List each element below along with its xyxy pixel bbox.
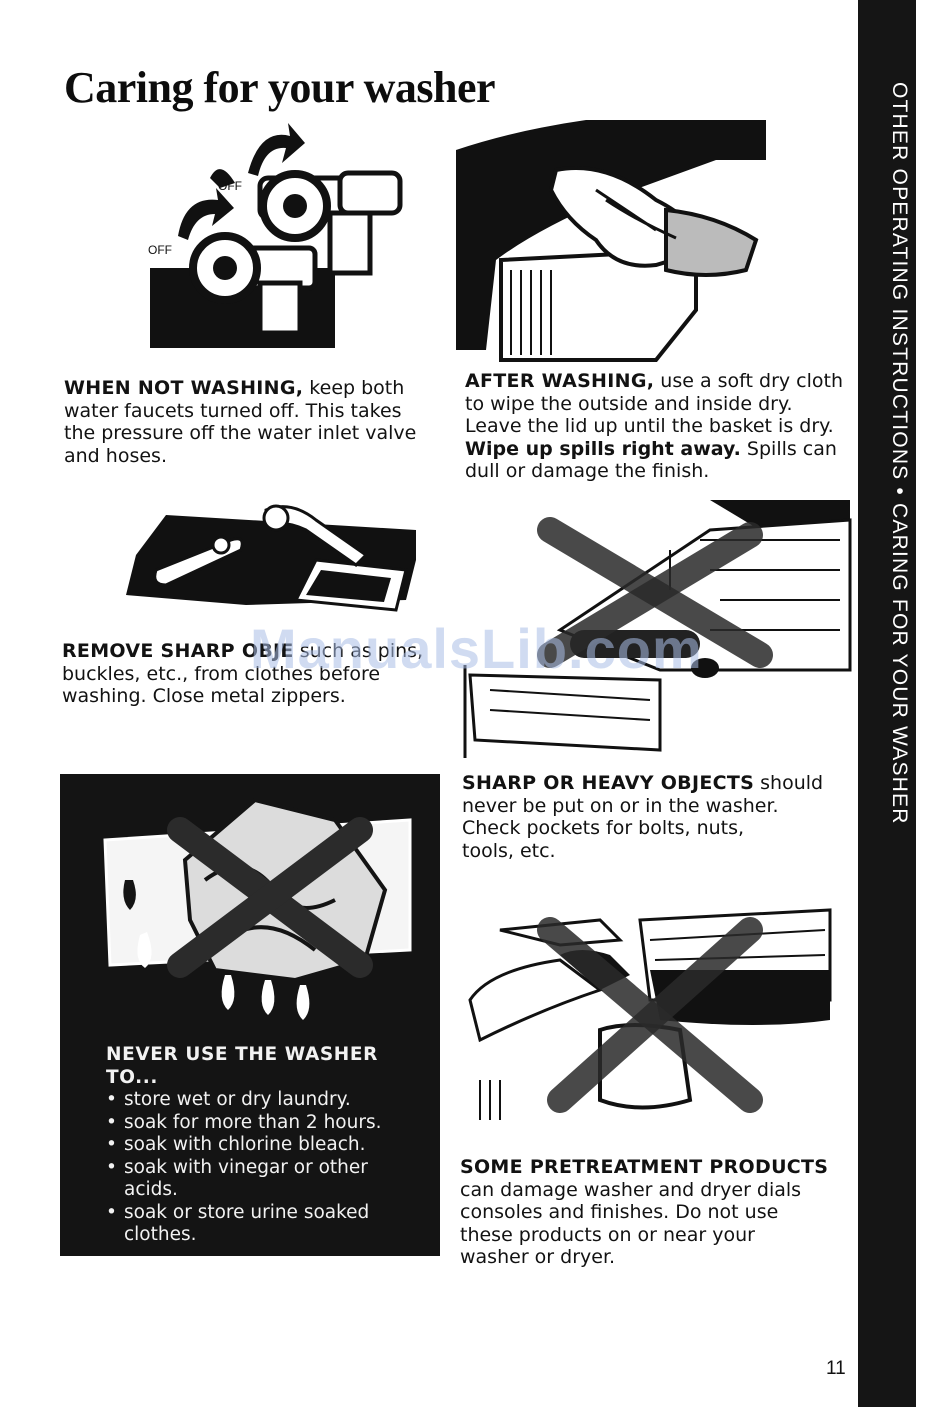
remove-sharp-line2: buckles, etc., from clothes before xyxy=(62,662,381,685)
never-item: soak with chlorine bleach. xyxy=(106,1134,426,1157)
page-title: Caring for your washer xyxy=(64,63,496,112)
laundry-tub-illustration xyxy=(103,797,412,1020)
pretreat-line2: can damage washer and dryer dials xyxy=(460,1178,802,1201)
heavy-line4: tools, etc. xyxy=(462,839,556,862)
after-line5: dull or damage the finish. xyxy=(465,460,710,482)
after-bold-line: Wipe up spills right away. xyxy=(465,437,741,460)
remove-sharp-line1: such as pins, xyxy=(293,640,424,662)
never-item: soak or store urine soaked clothes. xyxy=(106,1202,414,1247)
pretreat-line5: washer or dryer. xyxy=(460,1246,616,1268)
after-line2: to wipe the outside and inside dry. xyxy=(465,392,793,415)
side-tab-label: OTHER OPERATING INSTRUCTIONS • CARING FO… xyxy=(888,82,911,825)
never-item: soak with vinegar or other acids. xyxy=(106,1157,394,1202)
pretreatment-paragraph: SOME PRETREATMENT PRODUCTS can damage wa… xyxy=(460,1156,855,1269)
after-line1: use a soft dry cloth xyxy=(654,370,844,392)
after-line3: Leave the lid up until the basket is dry… xyxy=(465,415,834,437)
heavy-line2: never be put on or in the washer. xyxy=(462,794,779,817)
faucets-paragraph: WHEN NOT WASHING, keep both water faucet… xyxy=(64,377,449,467)
watermark: ManualsLib.com xyxy=(250,617,703,680)
faucets-line1: keep both xyxy=(303,377,405,399)
side-tab xyxy=(858,0,916,1407)
spray-bottle-illustration xyxy=(468,908,832,1120)
never-list: store wet or dry laundry. soak for more … xyxy=(106,1089,426,1247)
heavy-lead: SHARP OR HEAVY OBJECTS xyxy=(462,772,755,794)
page-number: 11 xyxy=(826,1358,846,1379)
after-lead: AFTER WASHING, xyxy=(465,370,655,392)
wiping-illustration xyxy=(456,120,766,362)
off-label-upper: OFF xyxy=(218,179,242,193)
never-item: store wet or dry laundry. xyxy=(106,1089,426,1112)
remove-sharp-line3: washing. Close metal zippers. xyxy=(62,685,346,707)
off-label-lower: OFF xyxy=(148,243,172,257)
faucets-line2: water faucets turned off. This takes xyxy=(64,399,402,422)
heavy-line3: Check pockets for bolts, nuts, xyxy=(462,817,745,839)
never-use-list-block: NEVER USE THE WASHER TO... store wet or … xyxy=(106,1044,426,1247)
never-heading: NEVER USE THE WASHER TO... xyxy=(106,1044,378,1088)
faucets-lead: WHEN NOT WASHING, xyxy=(64,377,304,399)
pretreat-line3: consoles and finishes. Do not use xyxy=(460,1201,779,1223)
faucets-line4: and hoses. xyxy=(64,444,167,467)
heavy-objects-paragraph: SHARP OR HEAVY OBJECTS should never be p… xyxy=(462,772,852,862)
heavy-line1: should xyxy=(754,772,824,794)
after-washing-paragraph: AFTER WASHING, use a soft dry cloth to w… xyxy=(465,370,860,483)
after-line4: Spills can xyxy=(740,437,837,460)
never-item: soak for more than 2 hours. xyxy=(106,1112,426,1135)
sharp-objects-illustration xyxy=(126,504,416,612)
remove-sharp-lead: REMOVE SHARP OBJE xyxy=(62,640,294,662)
faucets-line3: the pressure off the water inlet valve xyxy=(64,422,417,444)
pretreat-line4: these products on or near your xyxy=(460,1223,755,1246)
heavy-objects-illustration xyxy=(463,500,852,758)
faucets-illustration: OFF OFF xyxy=(148,123,403,348)
pretreat-lead: SOME PRETREATMENT PRODUCTS xyxy=(460,1156,829,1178)
remove-sharp-paragraph: REMOVE SHARP OBJE such as pins, buckles,… xyxy=(62,640,462,708)
